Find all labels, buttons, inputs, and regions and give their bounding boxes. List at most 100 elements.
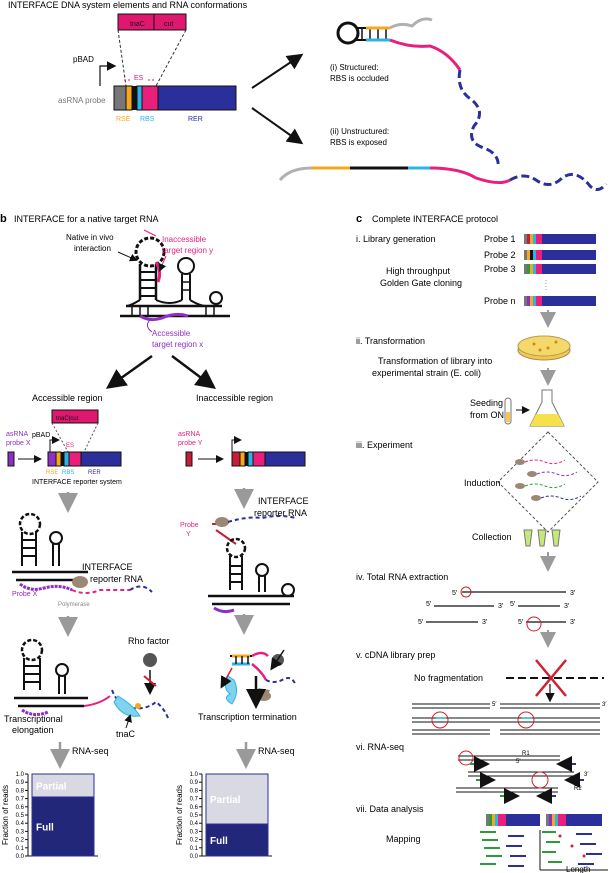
- step-rnaseq: vi. RNA-seq: [356, 742, 404, 752]
- probe-y-line1: Probe: [180, 522, 199, 529]
- mapping-reference-2: [539, 814, 608, 871]
- probe-3-label: Probe 3: [484, 264, 516, 274]
- reporter-rer-b: [80, 451, 122, 467]
- read-3prime: 3′: [584, 772, 589, 778]
- y-axis-label: Fraction of reads: [175, 785, 184, 845]
- y-axis-label: Fraction of reads: [1, 785, 10, 845]
- arrow-to-unstructured: [251, 107, 304, 145]
- read-5prime: 5′: [516, 759, 521, 765]
- step-transformation: ii. Transformation: [356, 336, 425, 346]
- pbad-promoter-arrow: [99, 61, 117, 86]
- rnaseq-reads: [456, 750, 584, 804]
- bar-segment-partial: [205, 773, 269, 825]
- y-tick-label: 0.9: [16, 780, 25, 786]
- inaccessible-line1: Inaccessible: [162, 235, 207, 244]
- reporter-rna-line2-a: reporter RNA: [90, 574, 143, 584]
- seeding-line1: Seeding: [470, 398, 503, 408]
- rna5-3prime: 3′: [570, 619, 576, 626]
- flask-icon: [529, 389, 565, 427]
- transformation-line2: experimental strain (E. coli): [372, 368, 481, 378]
- rna2-3prime: 3′: [498, 603, 504, 610]
- probe-library-constructs: [524, 234, 596, 306]
- y-tick-label: 0.9: [190, 780, 199, 786]
- induction-diamond: [497, 431, 599, 533]
- step-library-generation: i. Library generation: [356, 234, 436, 244]
- y-tick-label: 0.7: [190, 797, 199, 803]
- accessible-line1: Accessible: [152, 329, 191, 338]
- structured-rer-strand: [457, 69, 500, 169]
- y-tick-label: 0.3: [16, 829, 25, 835]
- rna1-3prime: 3′: [570, 590, 576, 597]
- bar-label-full: Full: [36, 822, 54, 833]
- unstructured-line2: RBS is exposed: [330, 138, 387, 147]
- asrna-probe-x-line2: probe X: [6, 440, 31, 447]
- y-tick-label: 0.1: [16, 846, 25, 852]
- y-tick-label: 0.2: [190, 838, 199, 844]
- panel-b-title: INTERFACE for a native target RNA: [14, 214, 159, 224]
- structured-hairpin-loop: [336, 21, 360, 45]
- arrow-to-accessible: [105, 354, 153, 389]
- y-tick-label: 0.6: [190, 805, 199, 811]
- bar-label-full: Full: [210, 836, 228, 847]
- probe-gray-segment: [113, 85, 127, 111]
- panel-a: INTERFACE DNA system elements and RNA co…: [8, 0, 608, 191]
- unstructured-line1: (ii) Unstructured:: [330, 127, 389, 136]
- panel-b-letter: b: [0, 213, 7, 225]
- asrna-probe-y-line2: probe Y: [178, 440, 203, 447]
- termination-label: Transcription termination: [198, 712, 297, 722]
- rse-label: RSE: [116, 116, 131, 123]
- panel-c: c Complete INTERFACE protocol i. Library…: [356, 213, 608, 873]
- arrow-to-structured: [251, 53, 304, 89]
- y-tick-label: 0.0: [16, 854, 25, 860]
- asrna-probe-label: asRNA probe: [58, 96, 106, 105]
- cut-box: [153, 13, 187, 31]
- termination-structure: [220, 649, 297, 709]
- reporter-system-label: INTERFACE reporter system: [32, 479, 122, 486]
- mapping-reference-1: [480, 814, 540, 867]
- step-total-rna: iv. Total RNA extraction: [356, 572, 448, 582]
- panel-c-title: Complete INTERFACE protocol: [372, 214, 498, 224]
- panel-a-title: INTERFACE DNA system elements and RNA co…: [8, 0, 248, 10]
- arrow-to-inaccessible: [171, 355, 216, 389]
- cdna-5prime: 5′: [492, 702, 497, 708]
- y-tick-label: 0.7: [16, 797, 25, 803]
- polymerase-label: Polymerase: [58, 602, 90, 608]
- elongation-structure: [14, 638, 169, 719]
- probe-1-label: Probe 1: [484, 234, 516, 244]
- y-tick-label: 0.4: [190, 821, 199, 827]
- cdna-library: [412, 703, 600, 735]
- bar-label-partial: Partial: [36, 781, 67, 792]
- probe-rse-segment: [125, 85, 133, 111]
- structured-line1: (i) Structured:: [330, 63, 378, 72]
- elongation-line2: elongation: [12, 725, 54, 735]
- rna2-5prime: 5′: [426, 601, 432, 608]
- probe-es-segment: [141, 85, 159, 111]
- native-line1: Native in vivo: [66, 233, 114, 242]
- pbad-label: pBAD: [73, 55, 94, 64]
- rna3-5prime: 5′: [510, 601, 516, 608]
- native-line2: interaction: [74, 244, 111, 253]
- bar-label-partial: Partial: [210, 795, 241, 806]
- bar-segment-full: [205, 823, 269, 857]
- rna1-5prime: 5′: [452, 590, 458, 597]
- accessible-binding-structure: [12, 512, 153, 594]
- probe-y-line2: Y: [186, 531, 191, 538]
- inaccessible-binding-structure: [208, 515, 297, 614]
- y-tick-label: 0.4: [16, 821, 25, 827]
- reporter-rna-line1-a: INTERFACE: [82, 562, 133, 572]
- y-tick-label: 0.5: [16, 813, 25, 819]
- es-label-b: ES: [66, 443, 74, 449]
- r2-label: R2: [574, 786, 582, 792]
- rer-label-b: RER: [88, 470, 101, 476]
- induction-cells: [515, 459, 582, 501]
- inaccessible-region-heading: Inaccessible region: [196, 393, 273, 403]
- r1-label: R1: [522, 751, 530, 757]
- panel-b: b INTERFACE for a native target RNA Nati…: [0, 213, 309, 860]
- bar-segment-partial: [31, 773, 95, 798]
- probe-n-label: Probe n: [484, 296, 516, 306]
- probe-rer-segment: [157, 85, 237, 111]
- y-tick-label: 0.8: [16, 788, 25, 794]
- y-tick-label: 1.0: [190, 772, 199, 778]
- probe-rbs-segment: [136, 85, 143, 111]
